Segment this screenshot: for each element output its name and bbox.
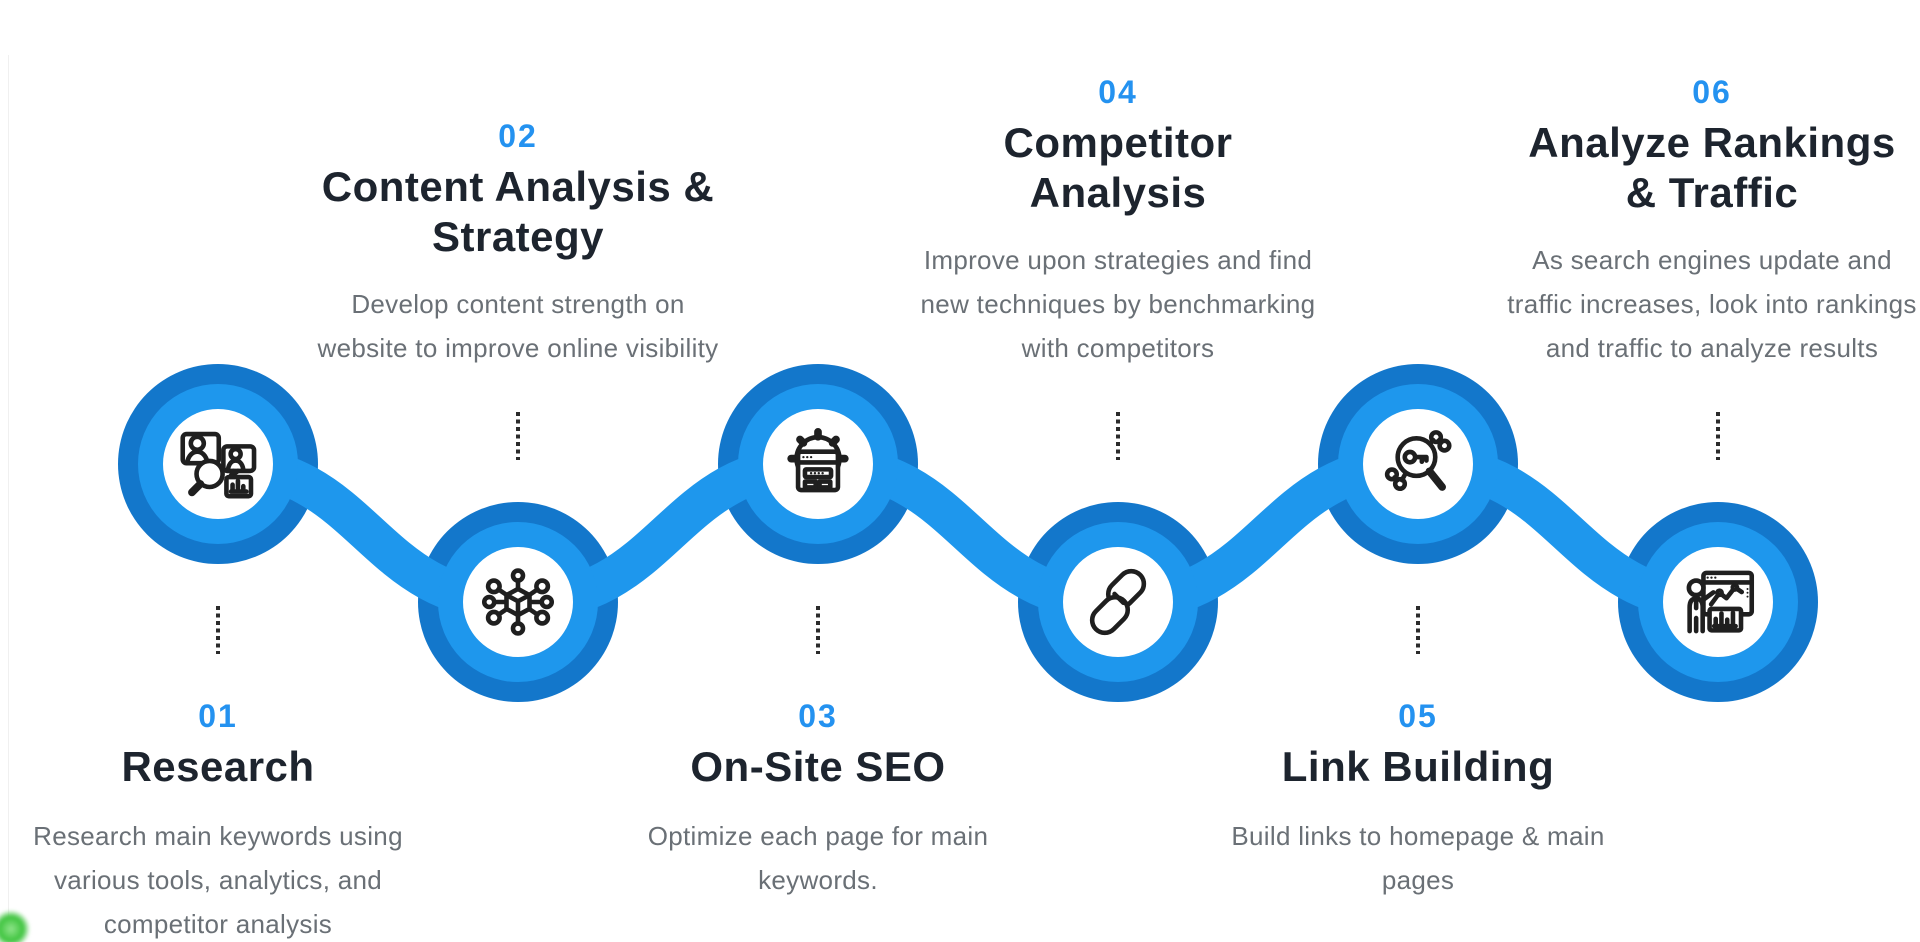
step-title: Research — [121, 743, 315, 790]
step-05-block: 05 Link Building Build links to homepage… — [1158, 700, 1678, 902]
step-title: Link Building — [1281, 743, 1555, 790]
presenter-analytics-icon — [1672, 556, 1764, 648]
step-02-block: 02 Content Analysis & Strategy Develop c… — [258, 120, 778, 370]
step-number: 01 — [198, 698, 238, 734]
step-title: Content Analysis & Strategy — [321, 163, 715, 260]
step-06-dotted-connector — [1716, 412, 1720, 460]
step-title: On-Site SEO — [690, 743, 946, 790]
team-research-magnifier-icon — [172, 418, 264, 510]
step-description: Develop content strength on website to i… — [317, 289, 719, 363]
step-number: 02 — [498, 118, 538, 154]
step-number: 04 — [1098, 74, 1138, 110]
keyword-magnifier-icon — [1372, 418, 1464, 510]
step-02-dotted-connector — [516, 412, 520, 460]
slide-edge-shadow — [8, 55, 9, 942]
step-06-block: 06 Analyze Rankings & Traffic As search … — [1452, 76, 1920, 370]
step-04-dotted-connector — [1116, 412, 1120, 460]
step-description: As search engines update and traffic inc… — [1507, 245, 1917, 363]
step-description: Optimize each page for main keywords. — [647, 821, 989, 895]
step-01-dotted-connector — [216, 606, 220, 654]
cube-network-icon — [472, 556, 564, 648]
step-05-dotted-connector — [1416, 606, 1420, 654]
step-description: Improve upon strategies and find new tec… — [920, 245, 1316, 363]
step-04-block: 04 Competitor Analysis Improve upon stra… — [858, 76, 1378, 370]
gear-webpage-icon — [772, 418, 864, 510]
step-number: 05 — [1398, 698, 1438, 734]
step-03-block: 03 On-Site SEO Optimize each page for ma… — [558, 700, 1078, 902]
step-title: Competitor Analysis — [1003, 119, 1233, 216]
step-description: Research main keywords using various too… — [33, 821, 403, 939]
green-corner-artifact — [0, 910, 30, 942]
step-number: 06 — [1692, 74, 1732, 110]
step-title: Analyze Rankings & Traffic — [1528, 119, 1896, 216]
step-number: 03 — [798, 698, 838, 734]
chain-link-icon — [1072, 556, 1164, 648]
step-01-block: 01 Research Research main keywords using… — [0, 700, 478, 942]
step-description: Build links to homepage & main pages — [1231, 821, 1605, 895]
step-03-dotted-connector — [816, 606, 820, 654]
